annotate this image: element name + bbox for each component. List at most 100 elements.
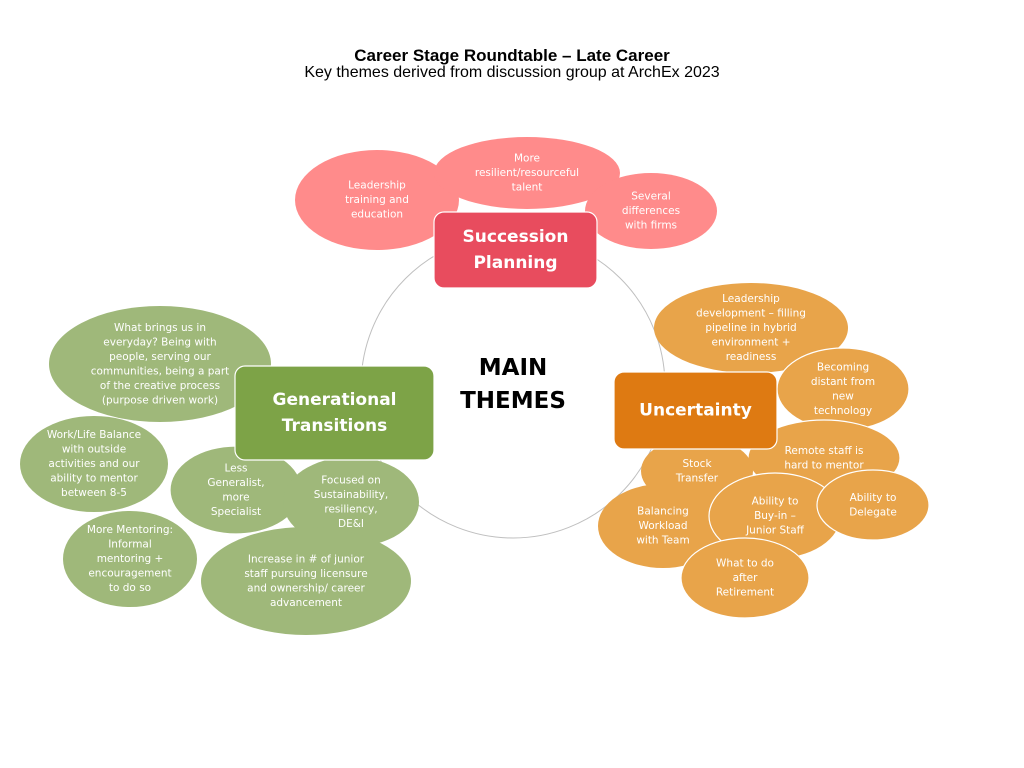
succession-bubble-shape [434,137,620,209]
generational-bubble-text: mentoring + [97,553,164,565]
generational-bubble-text: Specialist [211,506,261,518]
generational-bubble: Increase in # of junior staff pursuing li… [201,527,411,635]
uncertainty-bubble-text: distant from [811,376,875,388]
uncertainty-bubble-text: development – filling [696,308,806,320]
generational-bubble-text: activities and our [48,458,140,470]
uncertainty-bubble-shape [680,537,810,619]
generational-bubble-text: More Mentoring: [87,524,173,536]
generational-bubble-text: Sustainability, [314,489,388,501]
generational-bubble-shape [49,306,271,422]
uncertainty-theme-title: Uncertainty [639,401,752,421]
generational-bubble: Focused on Sustainability, resiliency, DE&I [283,457,419,547]
succession-bubble-text: talent [512,182,543,194]
uncertainty-bubble-text: hard to mentor [784,459,864,471]
succession-bubble: Several differences with firms [585,173,717,249]
generational-bubble-text: What brings us in [114,322,206,334]
uncertainty-bubble-text: Buy-in – [754,510,796,522]
generational-bubble-shape [20,416,168,512]
uncertainty-bubble-text: Becoming [817,361,869,373]
uncertainty-bubble-text: Remote staff is [785,445,864,457]
center-label: MAIN THEMES [460,355,566,414]
generational-bubbles: What brings us in everyday? Being with peo… [20,306,419,635]
generational-bubble-text: everyday? Being with [103,336,216,348]
succession-bubble-text: with firms [625,220,677,232]
generational-bubble-text: to do so [109,582,151,594]
generational-bubble-text: more [222,491,249,503]
generational-bubble-text: communities, being a part [91,365,230,377]
uncertainty-bubble-text: pipeline in hybrid [705,322,796,334]
succession-bubble-text: resilient/resourceful [475,167,579,179]
generational-bubble-shape [283,457,419,547]
succession-bubble-shape [585,173,717,249]
uncertainty-bubble-shape [598,484,728,568]
generational-bubble-text: Focused on [321,474,381,486]
generational-bubble-text: staff pursuing licensure [244,568,367,580]
uncertainty-bubble-text: Balancing [637,506,689,518]
uncertainty-bubble-text: Retirement [716,587,774,599]
uncertainty-bubble-text: new [832,390,854,402]
generational-bubble-text: with outside [62,444,126,456]
succession-bubbles: Leadership training and education More resil… [295,137,717,250]
generational-bubble-text: advancement [270,597,342,609]
generational-bubble-text: resiliency, [324,503,377,515]
uncertainty-bubble-text: Ability to [752,496,799,508]
center-label-text: MAIN [479,355,548,381]
uncertainty-bubble-text: Transfer [675,472,719,484]
uncertainty-bubble-text: Stock [682,458,712,470]
generational-bubble-text: Informal [108,539,152,551]
uncertainty-bubble-text: environment + [711,337,790,349]
uncertainty-bubble-text: after [733,572,759,584]
uncertainty-bubbles: Leadership development – filling pipeline … [598,283,930,619]
uncertainty-theme-shape [613,371,778,450]
generational-bubble-text: Increase in # of junior [248,553,365,565]
generational-bubble-text: people, serving our [109,351,211,363]
generational-bubble-text: and ownership/ career [247,582,365,594]
generational-bubble-text: between 8-5 [61,487,127,499]
generational-bubble-shape [63,511,197,607]
succession-bubble-text: More [514,153,540,165]
generational-theme-shape [234,365,435,461]
succession-bubble-text: Several [631,191,670,203]
uncertainty-bubble-text: Leadership [722,293,780,305]
generational-bubble-text: of the creative process [100,380,220,392]
uncertainty-bubble-shape [816,469,930,541]
succession-bubble-text: training and [345,194,409,206]
uncertainty-bubble: Becoming distant from new technology [776,347,910,431]
uncertainty-theme-box: Uncertainty [613,371,778,450]
uncertainty-bubble-text: Workload [638,520,687,532]
generational-theme-title: Generational [272,390,396,410]
generational-bubble-text: (purpose driven work) [102,394,218,406]
generational-bubble-text: Generalist, [207,477,264,489]
uncertainty-bubble-text: with Team [636,535,689,547]
generational-theme-title: Transitions [282,416,388,436]
generational-bubble: What brings us in everyday? Being with peo… [49,306,271,422]
uncertainty-bubble: Leadership development – filling pipeline … [654,283,848,373]
succession-bubble-shape [295,150,459,250]
succession-bubble: More resilient/resourceful talent [434,137,620,209]
uncertainty-bubble-text: readiness [726,351,777,363]
succession-bubble-text: differences [622,205,680,217]
center-label-text: THEMES [460,388,566,414]
succession-bubble: Leadership training and education [295,150,459,250]
uncertainty-bubble-text: technology [814,405,872,417]
generational-bubble-text: Less [224,462,247,474]
succession-bubble-text: Leadership [348,180,406,192]
succession-theme-shape [433,211,598,289]
generational-bubble-text: DE&I [338,518,364,530]
uncertainty-bubble-shape [654,283,848,373]
uncertainty-bubble-text: Junior Staff [745,525,805,537]
generational-bubble-shape [201,527,411,635]
uncertainty-bubble-text: Ability to [850,492,897,504]
succession-bubble-text: education [351,209,403,221]
generational-bubble-text: ability to mentor [50,473,138,485]
succession-theme-title: Planning [473,253,557,273]
